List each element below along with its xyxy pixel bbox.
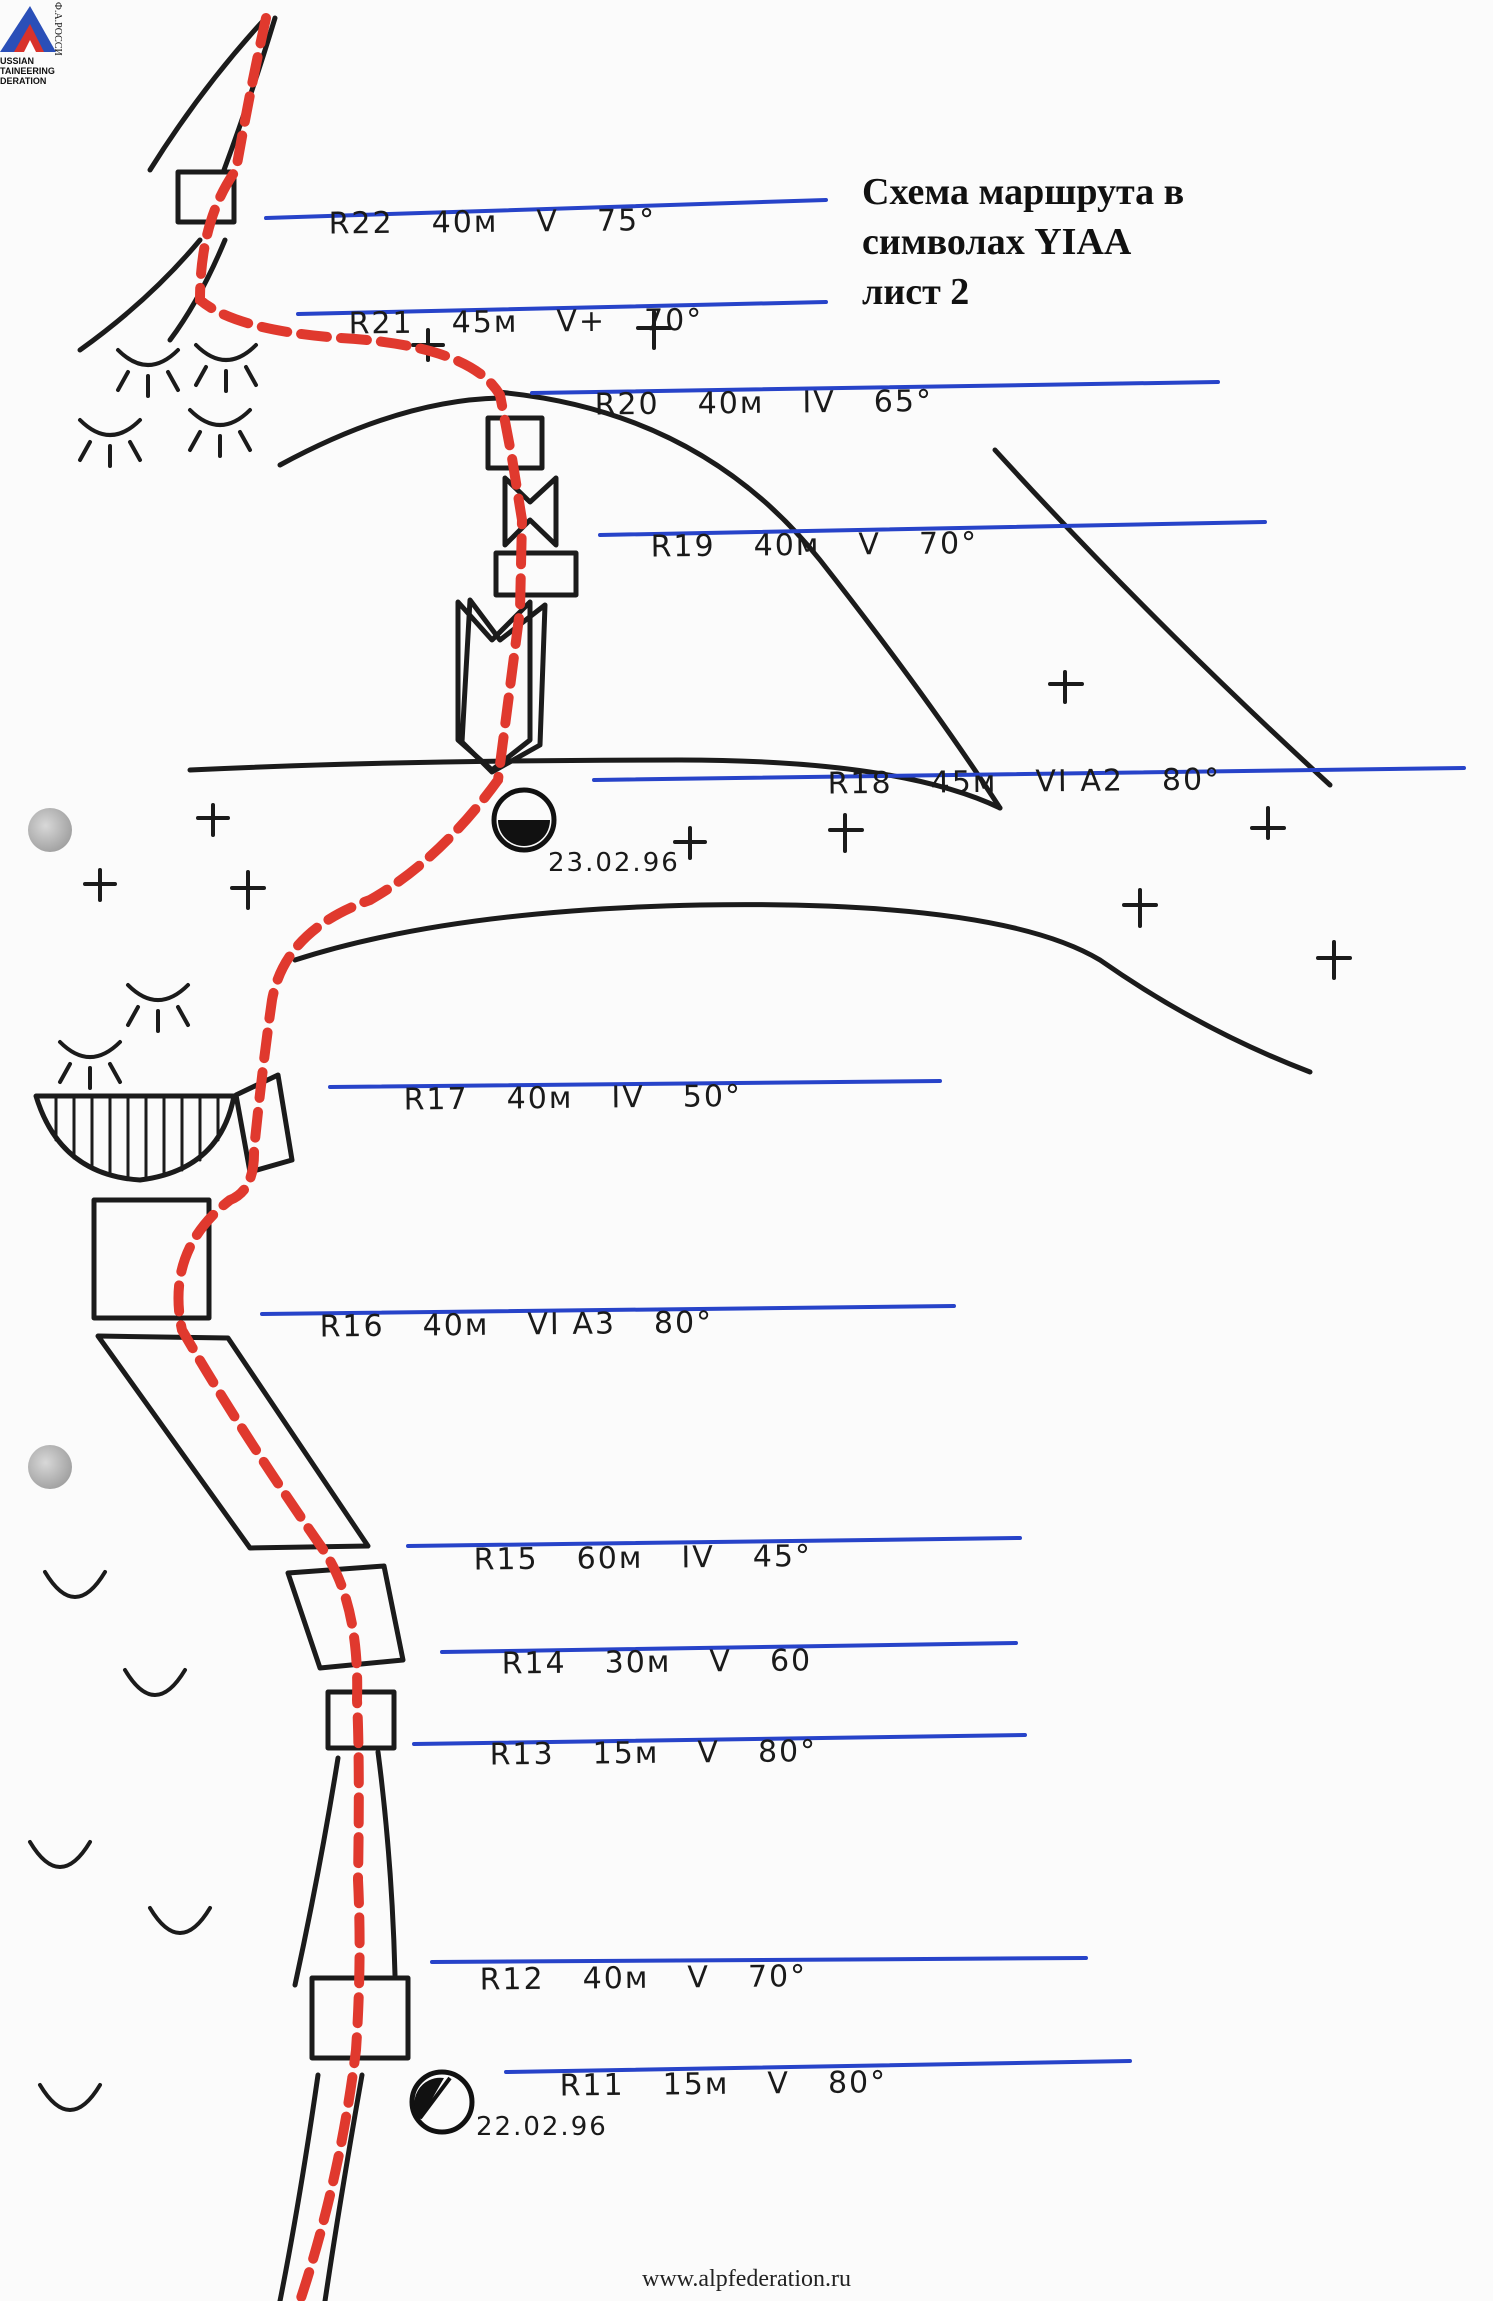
punch-hole (28, 1445, 72, 1489)
bivouac-date: 23.02.96 (548, 848, 680, 878)
pitch-id: R14 (501, 1645, 567, 1682)
title-line: лист 2 (862, 271, 970, 313)
pitch-length: 15м (662, 2066, 730, 2103)
pitch-length: 15м (592, 1735, 660, 1772)
pitch-grade: V (858, 527, 882, 563)
pitch-label-r18: R18 45м VI A2 80° (781, 727, 1260, 837)
route-line (173, 13, 528, 2301)
pitch-id: R13 (489, 1736, 555, 1773)
pitch-length: 45м (930, 764, 998, 801)
pitch-id: R16 (319, 1308, 385, 1345)
title-line: символах YIAA (862, 221, 1132, 263)
pitch-angle: 70° (918, 526, 979, 562)
pitch-length: 40м (431, 204, 499, 241)
pitch-angle: 75° (596, 203, 657, 239)
pitch-id: R22 (328, 205, 394, 242)
pitch-angle: 60 (769, 1643, 813, 1679)
pitch-id: R17 (403, 1081, 469, 1118)
pitch-id: R21 (348, 305, 414, 342)
pitch-angle: 80° (653, 1305, 714, 1342)
bivouac-date: 22.02.96 (476, 2112, 608, 2142)
pitch-grade: V (767, 2066, 791, 2102)
pitch-length: 40м (582, 1960, 650, 1997)
rock-outlines (28, 15, 1352, 2301)
bivouac-icon (409, 2069, 475, 2135)
pitch-angle: 80° (1161, 762, 1222, 799)
pitch-label-r19: R19 40м V 70° (604, 491, 1017, 600)
logo-caption: USSIAN TAINEERING DERATION (0, 56, 55, 86)
pitch-id: R12 (479, 1961, 545, 1998)
pitch-label-r22: R22 40м V 75° (282, 168, 695, 277)
pitch-id: R11 (559, 2067, 625, 2104)
logo-line: TAINEERING (0, 66, 55, 76)
pitch-label-r20: R20 40м IV 65° (548, 349, 972, 458)
pitch-length: 40м (753, 527, 821, 564)
pitch-id: R19 (650, 528, 716, 565)
pitch-length: 40м (422, 1307, 490, 1344)
title-line: Схема маршрута в (862, 171, 1185, 213)
pitch-grade: IV (802, 384, 836, 421)
pitch-grade: IV (611, 1079, 645, 1116)
pitch-grade: VI A2 (1035, 763, 1125, 800)
pitch-angle: 70° (747, 1959, 808, 1995)
pitch-label-r17: R17 40м IV 50° (357, 1044, 781, 1153)
pitch-angle: 65° (873, 383, 934, 420)
punch-hole (28, 808, 72, 852)
pitch-grade: V (709, 1644, 733, 1680)
pitch-label-r12: R12 40м V 70° (433, 1924, 846, 2033)
pitch-length: 40м (697, 385, 765, 422)
bivouac-icon (491, 787, 557, 853)
pitch-id: R20 (594, 386, 660, 423)
pitch-label-r13: R13 15м V 80° (443, 1699, 856, 1808)
pitch-label-r16: R16 40м VI A3 80° (273, 1270, 752, 1380)
logo-vertical-text: Ф.А.РОССИ (52, 2, 63, 56)
pitch-angle: 80° (757, 1734, 818, 1770)
pitch-angle: 70° (643, 302, 704, 339)
pitch-length: 45м (451, 304, 519, 341)
pitch-angle: 50° (682, 1078, 743, 1115)
pitch-label-r15: R15 60м IV 45° (427, 1504, 851, 1613)
pitch-length: 40м (506, 1080, 574, 1117)
pitch-grade: V (536, 204, 560, 240)
logo-line: USSIAN (0, 56, 35, 66)
pitch-angle: 80° (827, 2065, 888, 2101)
pitch-length: 30м (604, 1644, 672, 1681)
pitch-grade: V+ (556, 303, 607, 340)
pitch-id: R18 (827, 765, 893, 802)
logo (0, 6, 56, 52)
pitch-grade: VI A3 (527, 1306, 617, 1343)
pitch-id: R15 (473, 1541, 539, 1578)
pitch-underlines (260, 198, 1466, 2074)
pitch-length: 60м (576, 1540, 644, 1577)
diagram-title: Схема маршрута в символах YIAA лист 2 (862, 167, 1184, 317)
pitch-angle: 45° (752, 1538, 813, 1575)
footer-url[interactable]: www.alpfederation.ru (641, 2266, 852, 2292)
pitch-grade: IV (681, 1539, 715, 1576)
pitch-grade: V (687, 1960, 711, 1996)
pitch-grade: V (697, 1735, 721, 1771)
logo-line: DERATION (0, 76, 47, 86)
